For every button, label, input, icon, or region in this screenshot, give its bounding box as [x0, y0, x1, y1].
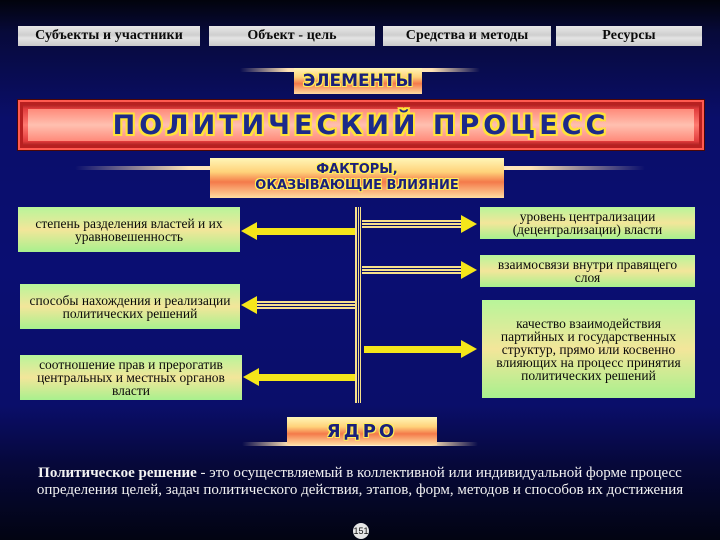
factors-label-line1: ФАКТОРЫ, — [316, 162, 398, 177]
arrow-right-icon — [461, 261, 477, 279]
arrow-left-icon — [241, 296, 257, 314]
definition-text: Политическое решение - это осуществляемы… — [20, 465, 700, 499]
page-number: 151 — [353, 526, 369, 536]
factor-box-left-2: способы нахождения и реализации политиче… — [20, 284, 240, 329]
arrow-right-icon — [461, 340, 477, 358]
elements-label-text: ЭЛЕМЕНТЫ — [302, 71, 414, 91]
tab-object-goal[interactable]: Объект - цель — [209, 26, 375, 46]
factor-text: способы нахождения и реализации политиче… — [29, 292, 231, 321]
factor-box-left-1: степень разделения властей и их уравнове… — [18, 207, 240, 252]
factors-label-line2: ОКАЗЫВАЮЩИЕ ВЛИЯНИЕ — [255, 178, 459, 193]
elements-label: ЭЛЕМЕНТЫ — [294, 68, 422, 94]
political-process-banner: ПОЛИТИЧЕСКИЙ ПРОЦЕСС — [18, 100, 704, 150]
factor-text: взаимосвязи внутри правящего слоя — [497, 257, 678, 285]
factor-box-left-3: соотношение прав и прерогатив центральны… — [20, 355, 242, 400]
factor-box-right-3: качество взаимодействия партийных и госу… — [482, 300, 695, 398]
arrow-left-icon — [241, 222, 257, 240]
factor-box-right-1: уровень централизации (децентрализации) … — [480, 207, 695, 239]
arrow-right-icon — [461, 215, 477, 233]
tab-subjects[interactable]: Субъекты и участники — [18, 26, 200, 46]
definition-body: - это осуществляемый в коллективной или … — [36, 465, 684, 498]
factor-text: уровень централизации (децентрализации) … — [512, 209, 663, 237]
arrow-left-2-shaft — [256, 301, 355, 309]
tab-means-methods[interactable]: Средства и методы — [383, 26, 551, 46]
factor-text: качество взаимодействия партийных и госу… — [496, 315, 681, 383]
arrow-left-3-shaft — [258, 374, 355, 381]
arrow-left-1-shaft — [256, 228, 355, 235]
arrow-right-3-shaft — [364, 346, 462, 353]
central-connector — [355, 207, 361, 403]
arrow-left-icon — [243, 368, 259, 386]
core-label: ЯДРО — [287, 417, 437, 445]
tab-resources[interactable]: Ресурсы — [556, 26, 702, 46]
factor-box-right-2: взаимосвязи внутри правящего слоя — [480, 255, 695, 287]
arrow-right-2-shaft — [362, 266, 462, 274]
definition-term: Политическое решение — [38, 465, 197, 481]
factor-text: степень разделения властей и их уравнове… — [35, 215, 223, 244]
page-number-badge: 151 — [353, 523, 369, 539]
factors-label: ФАКТОРЫ, ОКАЗЫВАЮЩИЕ ВЛИЯНИЕ — [210, 158, 504, 198]
banner-title: ПОЛИТИЧЕСКИЙ ПРОЦЕСС — [112, 109, 610, 141]
core-label-text: ЯДРО — [326, 420, 398, 442]
arrow-right-1-shaft — [362, 220, 462, 228]
banner-inner: ПОЛИТИЧЕСКИЙ ПРОЦЕСС — [28, 109, 694, 141]
factor-text: соотношение прав и прерогатив центральны… — [37, 357, 225, 398]
